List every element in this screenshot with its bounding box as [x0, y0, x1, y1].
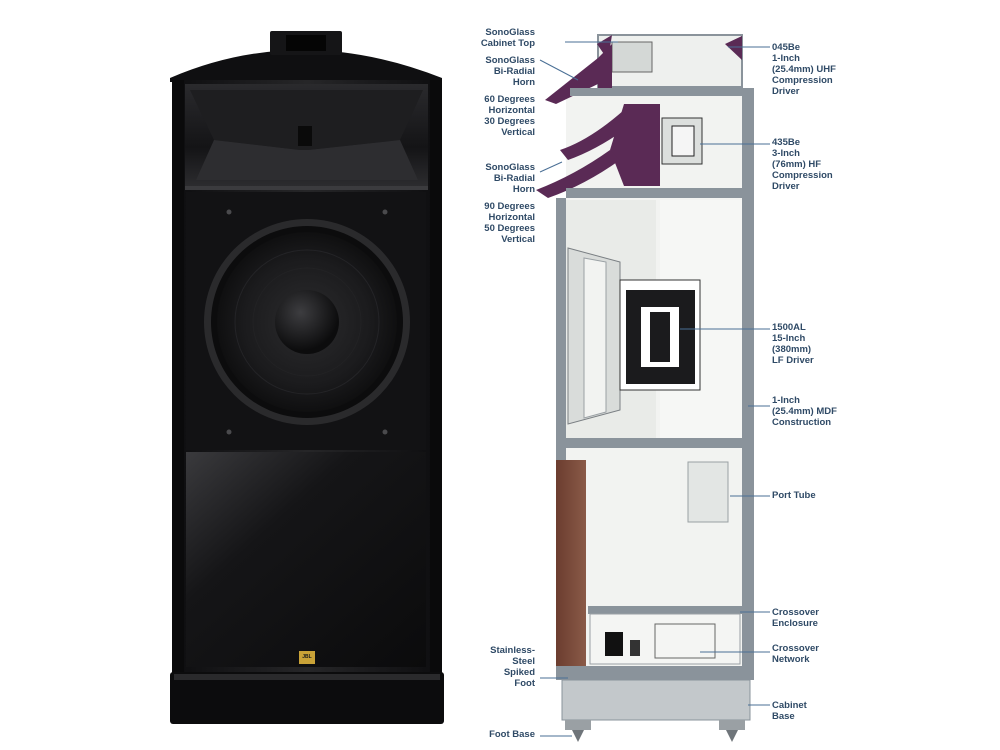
upper-biradial-horn [545, 58, 598, 104]
label-foot-base: Foot Base [489, 729, 535, 740]
label-crossover-network: Crossover Network [772, 643, 819, 665]
label-horn-top-dispersion: 60 Degrees Horizontal 30 Degrees Vertica… [484, 94, 535, 138]
cabinet-base [556, 666, 754, 680]
mdf-wall-right [742, 88, 754, 668]
label-435be-driver: 435Be 3-Inch (76mm) HF Compression Drive… [772, 137, 833, 192]
spiked-feet [565, 720, 745, 742]
label-sonoglass-horn-top: SonoGlass Bi-Radial Horn [485, 55, 535, 88]
label-045be-driver: 045Be 1-Inch (25.4mm) UHF Compression Dr… [772, 42, 836, 97]
jbl-logo: JBL [299, 651, 315, 664]
label-sonoglass-cabinet-top: SonoGlass Cabinet Top [480, 27, 535, 49]
cabinet-plinth [170, 672, 444, 724]
driver-435be [661, 117, 703, 165]
port-tube [687, 461, 729, 523]
woofer [204, 219, 410, 425]
label-mdf-construction: 1-Inch (25.4mm) MDF Construction [772, 395, 837, 428]
label-spiked-foot: Stainless- Steel Spiked Foot [490, 645, 535, 689]
leader-lines [539, 41, 770, 737]
label-port-tube: Port Tube [772, 490, 816, 501]
label-crossover-enclosure: Crossover Enclosure [772, 607, 819, 629]
driver-1500al [567, 247, 701, 425]
mdf-wall-left [556, 198, 566, 668]
label-sonoglass-horn-mid: SonoGlass Bi-Radial Horn [485, 162, 535, 195]
cabinet-top-cap [170, 50, 442, 82]
speaker-photo [170, 31, 444, 724]
cutaway-diagram [536, 34, 770, 742]
lower-panel [186, 452, 426, 667]
label-1500al-driver: 1500AL 15-Inch (380mm) LF Driver [772, 322, 814, 366]
label-horn-mid-dispersion: 90 Degrees Horizontal 50 Degrees Vertica… [484, 201, 535, 245]
label-cabinet-base: Cabinet Base [772, 700, 807, 722]
